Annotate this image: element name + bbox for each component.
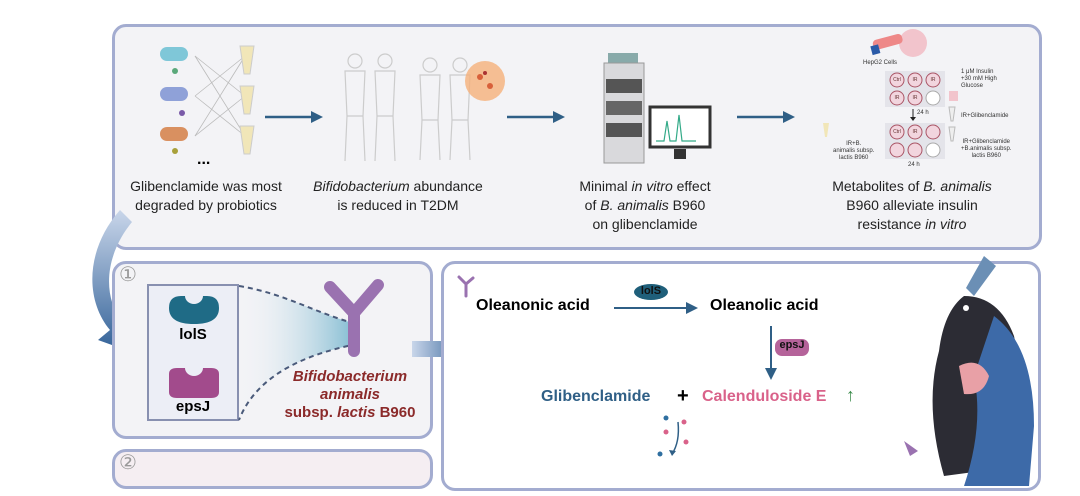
- glucose-text-2: Glucose: [961, 83, 984, 89]
- insulin-text: 1 μM Insulin: [961, 69, 994, 75]
- zoom-cone: [238, 285, 358, 421]
- caption-line: Glibenclamide was most: [130, 178, 282, 194]
- caption-text: Metabolites of: [832, 178, 924, 194]
- well-label-ctrl: Ctrl: [893, 129, 901, 135]
- epsj-enzyme-icon: [169, 368, 219, 398]
- combo-treatment-label: IR+Glibenclamide +B.animalis subsp. lact…: [961, 139, 1012, 160]
- time-label: 24 h: [917, 110, 929, 116]
- ellipsis: ...: [197, 151, 211, 168]
- mouse-illustration: [904, 256, 1034, 486]
- panel-1: ① lolS epsJ Bifidobacterium animalis sub…: [112, 261, 433, 439]
- lols-enzyme-icon: [169, 296, 219, 324]
- oleanonic-acid-label: Oleanonic acid: [476, 297, 590, 314]
- caption-text: effect: [672, 178, 711, 194]
- step-1-caption: Glibenclamide was most degraded by probi…: [115, 177, 297, 215]
- glucose-text: +30 mM High: [961, 76, 997, 82]
- time-label-2: 24 h: [908, 162, 920, 168]
- caption-text: B960: [668, 197, 706, 213]
- bifidobacterium-icon: [324, 279, 384, 357]
- epsj-label: epsJ: [175, 398, 211, 415]
- species-label: Bifidobacterium animalis subsp. lactis B…: [265, 368, 435, 422]
- italic-text: lactis: [337, 404, 376, 421]
- reaction-arrow-icon: [614, 302, 698, 314]
- italic-text: in vitro: [631, 178, 673, 194]
- plus-sign: +: [677, 385, 689, 407]
- caption-text: resistance: [857, 216, 926, 232]
- step-4-caption: Metabolites of B. animalis B960 alleviat…: [807, 177, 1017, 234]
- italic-text: B. animalis: [923, 178, 992, 194]
- arrow-icon: [737, 111, 795, 123]
- caption-text: subsp.: [284, 404, 338, 421]
- species-name: animalis: [319, 386, 381, 403]
- lols-label: lolS: [179, 326, 207, 343]
- subspecies-line: subsp. lactis B960: [265, 404, 435, 422]
- label-line: IR+B.: [846, 141, 862, 147]
- panel-number: ①: [119, 264, 137, 286]
- caption-line: B960 alleviate insulin: [846, 197, 978, 213]
- species-genus: Bifidobacterium: [292, 368, 408, 385]
- top-panel: ... Ctrl: [112, 24, 1042, 250]
- panel-number: ②: [119, 452, 137, 474]
- label-line: IR+Glibenclamide: [962, 139, 1011, 145]
- b960-treatment-label: IR+B. animalis subsp. lactis B960: [833, 141, 874, 162]
- enzyme-box: lolS epsJ: [147, 284, 239, 421]
- well-label-ir: IR: [894, 95, 900, 101]
- caption-line: Minimal in vitro effect: [547, 177, 743, 196]
- caption-line: of B. animalis B960: [547, 196, 743, 215]
- panel-2: ②: [112, 449, 433, 489]
- caption-line: is reduced in T2DM: [337, 197, 459, 213]
- well-label-ctrl: Ctrl: [893, 77, 901, 83]
- human-figures-illustration: [344, 53, 505, 162]
- probiotics-degradation-illustration: [160, 45, 255, 155]
- label-line: animalis subsp.: [833, 148, 875, 154]
- label-line: lactis B960: [839, 155, 869, 161]
- caption-line: Metabolites of B. animalis: [807, 177, 1017, 196]
- well-label-ir: IR: [930, 77, 936, 83]
- well-label-ir: IR: [912, 95, 918, 101]
- caption-text: Minimal: [579, 178, 632, 194]
- italic-text: Bifidobacterium: [313, 178, 410, 194]
- glibenclamide-label: IR+Glibenclamide: [961, 113, 1009, 119]
- epsj-enzyme-icon: [775, 339, 809, 356]
- step-2-caption: Bifidobacterium abundance is reduced in …: [303, 177, 493, 215]
- caption-line: on glibenclamide: [592, 216, 698, 232]
- bifidobacterium-icon: [457, 275, 475, 298]
- label-line: lactis B960: [971, 153, 1001, 159]
- lols-label: lolS: [640, 285, 662, 297]
- label-line: +B.animalis subsp.: [961, 146, 1012, 152]
- glibenclamide-label: Glibenclamide: [541, 388, 651, 405]
- italic-text: B. animalis: [600, 197, 669, 213]
- well-label-ir: IR: [912, 77, 918, 83]
- caption-line: degraded by probiotics: [135, 197, 277, 213]
- caption-text: of: [584, 197, 601, 213]
- oleanolic-acid-label: Oleanolic acid: [710, 297, 819, 314]
- calenduloside-e-label: Calenduloside E: [702, 388, 827, 405]
- italic-text: in vitro: [925, 216, 967, 232]
- insulin-label: 1 μM Insulin +30 mM High Glucose: [961, 69, 997, 90]
- well-label-ir: IR: [912, 129, 918, 135]
- cell-assay-illustration: [823, 29, 958, 159]
- arrow-icon: [265, 111, 323, 123]
- caption-line: resistance in vitro: [807, 215, 1017, 234]
- step-3-caption: Minimal in vitro effect of B. animalis B…: [547, 177, 743, 234]
- reaction-arrow-down-icon: [765, 326, 777, 380]
- lols-enzyme-icon: [634, 284, 668, 300]
- caption-text: B960: [375, 404, 416, 421]
- increase-arrow-icon: ↑: [846, 385, 855, 405]
- arrow-icon: [507, 111, 565, 123]
- caption-line: Bifidobacterium abundance: [303, 177, 493, 196]
- caption-text: abundance: [409, 178, 483, 194]
- degradation-dots: [657, 415, 689, 457]
- hepg2-label: HepG2 Cells: [863, 60, 898, 66]
- pathway-panel: Oleanonic acid lolS Oleanolic acid epsJ …: [441, 256, 1041, 491]
- epsj-label: epsJ: [779, 339, 805, 351]
- hplc-instrument-illustration: [603, 53, 712, 164]
